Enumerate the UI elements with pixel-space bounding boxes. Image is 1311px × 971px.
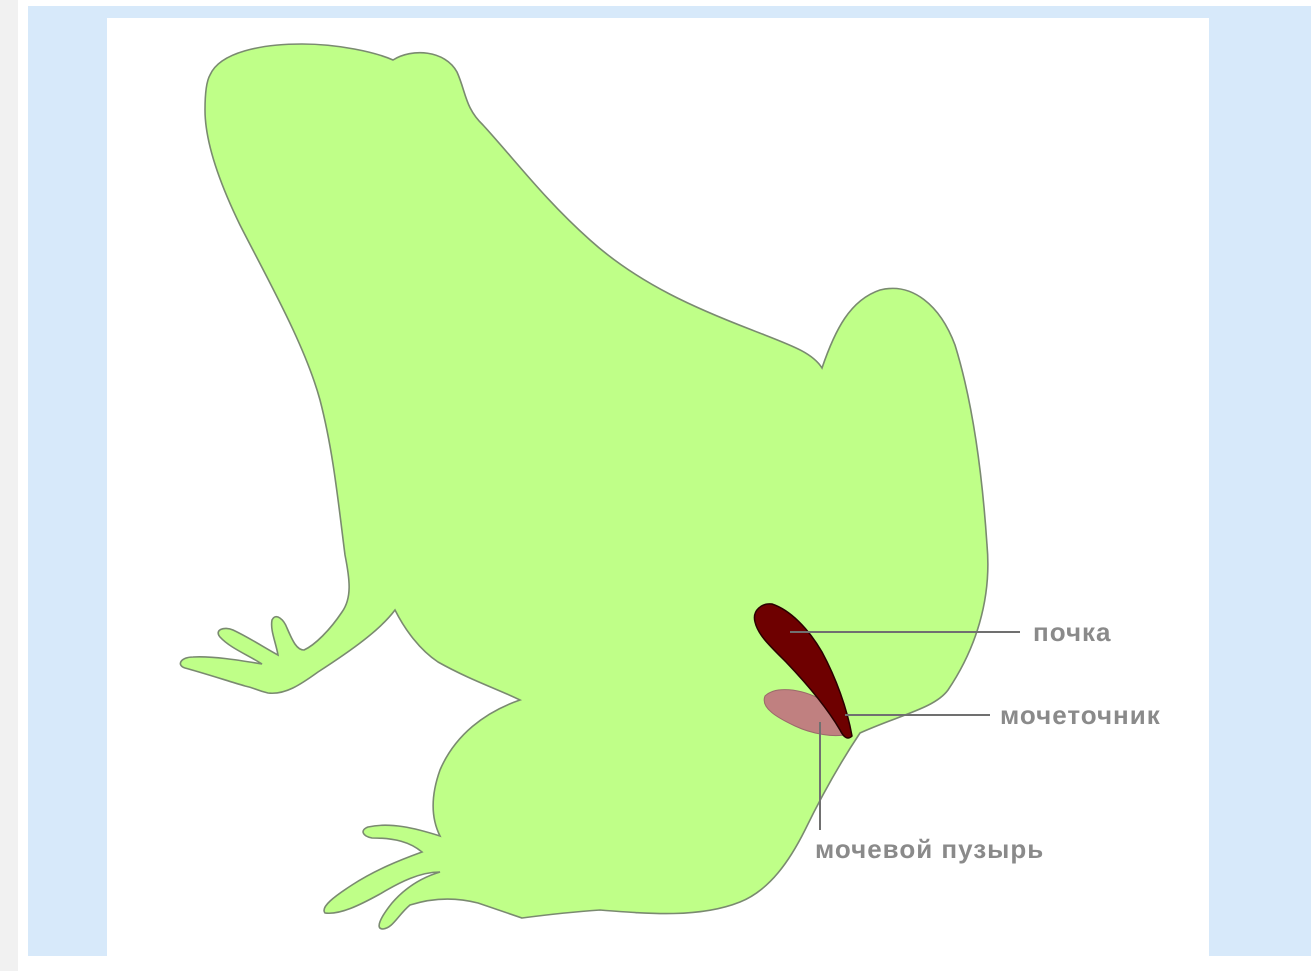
ureter-label: мочеточник bbox=[1000, 700, 1161, 730]
bladder-label: мочевой пузырь bbox=[815, 834, 1044, 864]
frog-body bbox=[180, 44, 987, 929]
kidney-label: почка bbox=[1033, 617, 1112, 647]
